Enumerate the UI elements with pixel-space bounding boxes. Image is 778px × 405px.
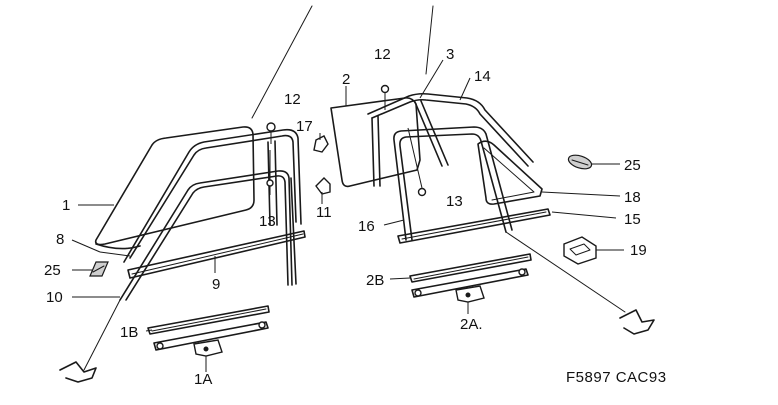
regulator-2A [411, 268, 529, 303]
callout-3: 3 [446, 46, 454, 63]
callout-16: 16 [358, 218, 375, 235]
callout-8: 8 [56, 231, 64, 248]
lifter-arm-rear [619, 309, 655, 335]
callout-2: 2 [342, 71, 350, 88]
callout-14: 14 [474, 68, 491, 85]
front-door-lower-glass-edge [95, 243, 141, 250]
callout-10: 10 [46, 289, 63, 306]
callout-19: 19 [630, 242, 647, 259]
screw-12-rear [380, 84, 390, 110]
rear-door-belt-strip-15 [397, 208, 551, 244]
bracket-19 [563, 236, 597, 265]
clip-25-right [567, 154, 593, 170]
callout-2B: 2B [366, 272, 384, 289]
callout-11: 11 [316, 204, 332, 221]
rear-door-quarter-glass-18 [477, 140, 543, 205]
callout-12-front: 12 [284, 91, 301, 108]
cut-lines [251, 5, 434, 119]
callout-17: 17 [296, 118, 313, 135]
regulator-rail-1B [147, 305, 270, 335]
callout-13-front: 13 [259, 213, 276, 230]
front-door-belt-strip-9 [127, 230, 306, 279]
regulator-1A [153, 321, 269, 357]
hinge-bracket-11 [315, 177, 331, 195]
rear-door-frame-3-14 [367, 92, 534, 187]
callout-25-right: 25 [624, 157, 641, 174]
rear-door-glass-2 [330, 97, 421, 188]
rear-door-run-channel-16 [393, 126, 513, 241]
callout-1A: 1A [194, 371, 212, 388]
callout-12-rear: 12 [374, 46, 391, 63]
front-door-frame-8 [123, 128, 302, 263]
rear-door-cut-line [505, 231, 626, 313]
callout-9: 9 [212, 276, 220, 293]
callout-15: 15 [624, 211, 641, 228]
callout-1B: 1B [120, 324, 138, 341]
callout-labels: 1 2 3 8 9 10 11 12 12 13 13 14 15 16 17 … [44, 46, 647, 388]
screw-13-front [266, 150, 274, 195]
drawing-code: F5897 CAC93 [566, 369, 667, 386]
screw-12-front [266, 122, 276, 144]
front-door-run-channel-10 [119, 170, 297, 301]
clip-25-left [89, 261, 109, 277]
lifter-arm-front [59, 299, 121, 383]
hinge-bracket-17 [313, 135, 329, 153]
callout-18: 18 [624, 189, 641, 206]
leader-lines [71, 59, 624, 372]
callout-1: 1 [62, 197, 70, 214]
callout-25-left: 25 [44, 262, 61, 279]
regulator-rail-2B [409, 253, 532, 283]
callout-2A: 2A. [460, 316, 483, 333]
callout-13-rear: 13 [446, 193, 463, 210]
screw-13-rear [407, 127, 427, 197]
